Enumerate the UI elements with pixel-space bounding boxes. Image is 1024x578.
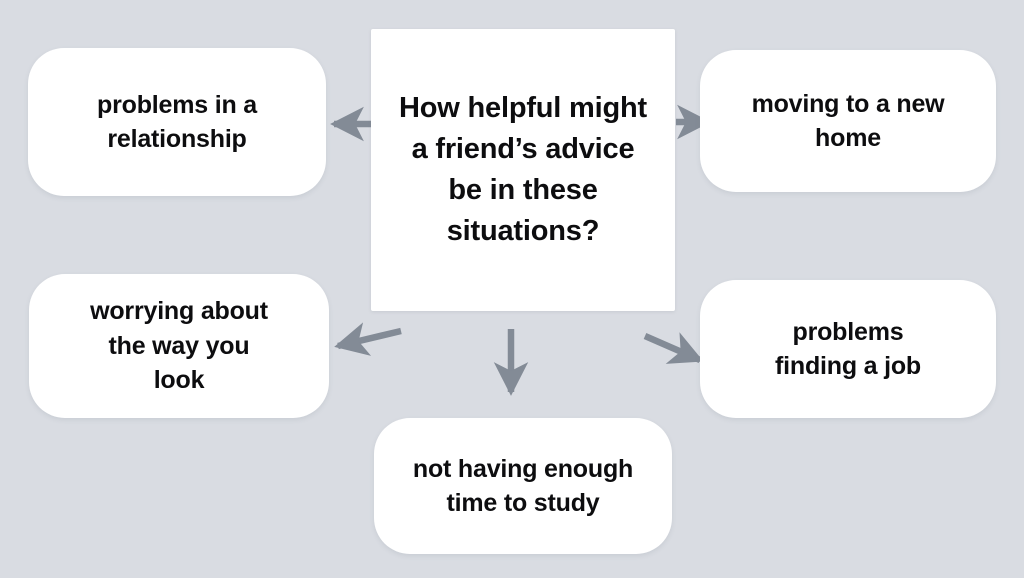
branch-node-appearance[interactable]: worrying about the way you look: [29, 274, 329, 418]
branch-node-moving-home[interactable]: moving to a new home: [700, 50, 996, 192]
branch-label-study-time: not having enough time to study: [412, 454, 634, 518]
branch-label-relationship: problems in a relationship: [97, 90, 257, 154]
arrow-to-appearance: [334, 322, 402, 356]
center-question-node[interactable]: How helpful might a friend’s advice be i…: [371, 29, 675, 311]
arrow-to-job: [643, 332, 704, 364]
branch-label-job: problems finding a job: [775, 317, 921, 381]
branch-node-job[interactable]: problems finding a job: [700, 280, 996, 418]
branch-label-moving-home: moving to a new home: [751, 89, 945, 153]
branch-node-study-time[interactable]: not having enough time to study: [374, 418, 672, 554]
branch-label-appearance: worrying about the way you look: [90, 297, 268, 395]
branch-node-relationship[interactable]: problems in a relationship: [28, 48, 326, 196]
center-question-label: How helpful might a friend’s advice be i…: [399, 91, 647, 248]
